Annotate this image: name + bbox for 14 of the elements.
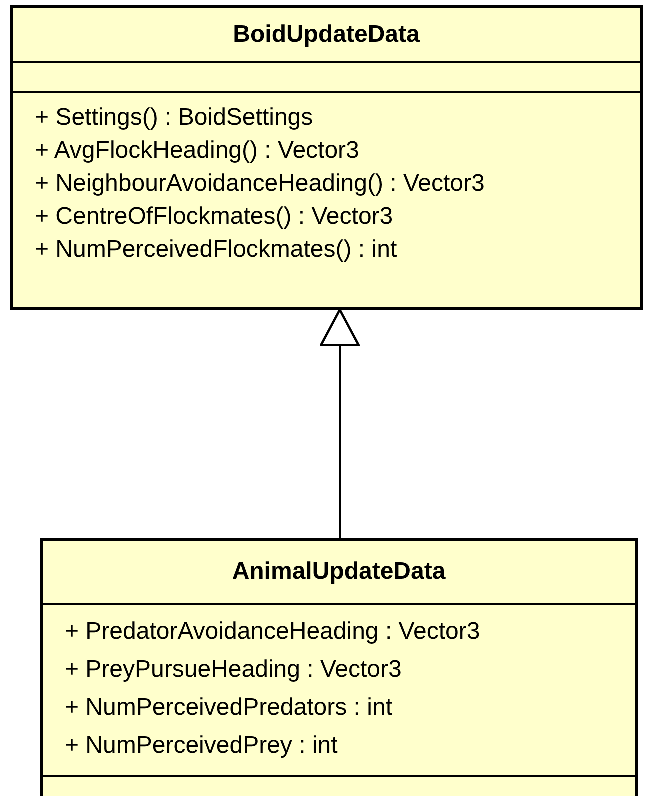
member-text: + NeighbourAvoidanceHeading() : Vector3: [35, 169, 485, 199]
member-text: + CentreOfFlockmates() : Vector3: [35, 202, 394, 232]
class-name: BoidUpdateData: [233, 20, 420, 48]
member-text: + Settings() : BoidSettings: [35, 103, 314, 133]
class-name: AnimalUpdateData: [232, 558, 446, 586]
inheritance-arrow: [320, 308, 360, 538]
member-text: + NumPerceivedPrey : int: [65, 731, 338, 761]
member-text: + PredatorAvoidanceHeading : Vector3: [65, 617, 480, 647]
member-text: + NumPerceivedPredators : int: [65, 693, 392, 723]
member-text: + NumPerceivedFlockmates() : int: [35, 235, 398, 265]
member-text: + PreyPursueHeading : Vector3: [65, 655, 402, 685]
member-text: + AvgFlockHeading() : Vector3: [35, 136, 360, 166]
class-box: [40, 538, 638, 796]
class-box: [10, 5, 643, 310]
